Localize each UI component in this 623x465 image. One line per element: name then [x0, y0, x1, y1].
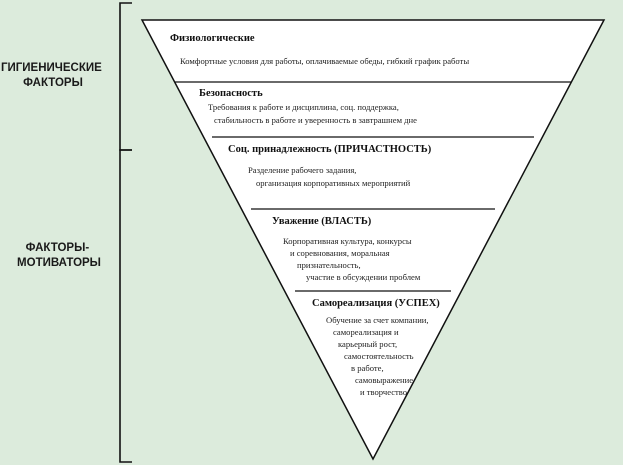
level-description: Комфортные условия для работы, оплачивае…	[180, 56, 469, 66]
level-title: Самореализация (УСПЕХ)	[312, 298, 440, 309]
level-self-actualization: Самореализация (УСПЕХ) Обучение за счет …	[312, 298, 440, 397]
hygiene-label: ГИГИЕНИЧЕСКИЕ ФАКТОРЫ	[1, 62, 105, 89]
level-title: Физиологические	[170, 33, 255, 44]
hygiene-bracket	[119, 2, 132, 151]
level-belonging: Соц. принадлежность (ПРИЧАСТНОСТЬ) Разде…	[228, 144, 432, 188]
level-title: Уважение (ВЛАСТЬ)	[272, 216, 372, 227]
level-title: Безопасность	[199, 88, 263, 99]
level-description: Обучение за счет компании, самореализаци…	[326, 315, 431, 397]
level-title: Соц. принадлежность (ПРИЧАСТНОСТЬ)	[228, 144, 432, 155]
motivators-bracket	[119, 149, 132, 463]
level-esteem: Уважение (ВЛАСТЬ) Корпоративная культура…	[272, 216, 421, 282]
level-physiological: Физиологические Комфортные условия для р…	[170, 33, 469, 66]
level-description: Корпоративная культура, конкурсы и сорев…	[283, 236, 421, 282]
level-description: Требования к работе и дисциплина, соц. п…	[208, 102, 417, 125]
motivators-label: ФАКТОРЫ- МОТИВАТОРЫ	[17, 242, 101, 269]
level-description: Разделение рабочего задания, организация…	[248, 165, 411, 188]
pyramid-triangle	[140, 19, 606, 461]
level-safety: Безопасность Требования к работе и дисци…	[199, 88, 417, 125]
